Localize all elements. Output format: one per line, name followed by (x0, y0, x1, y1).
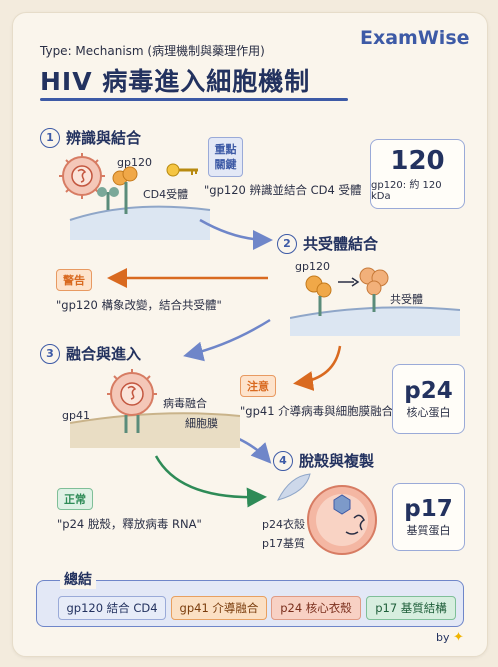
p24-capsid-label: p24衣殼 (262, 518, 305, 531)
gp41-spike-icon (124, 415, 140, 433)
gp120-weight-caption: gp120: 約 120 kDa (371, 180, 442, 202)
viral-fusion-label: 病毒融合 (163, 397, 207, 410)
summary-title: 總結 (60, 569, 96, 589)
step-1-title: 辨識與結合 (66, 129, 142, 147)
gp120-label-1: gp120 (117, 156, 152, 169)
step-4-title: 脫殼與複製 (299, 452, 375, 470)
step-2-illustration (290, 267, 460, 336)
step-2-quote: "gp120 構象改變，結合共受體" (56, 298, 222, 312)
step-2-heading: 2 共受體結合 (277, 233, 378, 254)
normal-tag: 正常 (57, 488, 93, 510)
arrow-step1-to-step2 (199, 218, 273, 250)
step-4-number: 4 (273, 450, 293, 471)
hiv-virion-icon (59, 153, 105, 199)
p24-value: p24 (404, 378, 453, 404)
arrow-note (293, 345, 342, 391)
step-4-illustration (277, 473, 377, 555)
gp120-spike-icon (97, 187, 119, 210)
coreceptor-label: 共受體 (390, 293, 423, 306)
gp120-protein-icon-2 (305, 275, 332, 316)
p17-box: p17 基質蛋白 (392, 483, 465, 551)
key-tag-line-2: 關鍵 (214, 158, 237, 171)
arrow-step2-to-step3 (183, 318, 271, 362)
cell-membrane-1 (70, 206, 210, 240)
vesicle-icon (277, 473, 311, 501)
warning-tag: 警告 (56, 269, 92, 291)
gp120-label-2: gp120 (295, 260, 330, 273)
step-1-quote: "gp120 辨識並結合 CD4 受體 (204, 183, 362, 197)
step-2-title: 共受體結合 (303, 235, 379, 253)
step-3-title: 融合與進入 (66, 345, 142, 363)
coreceptor-icon (359, 267, 389, 312)
step-1-illustration (59, 153, 211, 240)
step-1-number: 1 (40, 127, 60, 148)
rna-strand-icon (353, 514, 365, 531)
step-4-quote: "p24 脫殼，釋放病毒 RNA" (57, 517, 202, 531)
cell-membrane-2 (290, 307, 460, 336)
title-underline (40, 98, 348, 101)
key-point-tag: 重點 關鍵 (208, 137, 243, 177)
type-line: Type: Mechanism (病理機制與藥理作用) (40, 44, 265, 58)
footer-by-text: by (436, 631, 450, 644)
summary-chip-gp41: gp41 介導融合 (171, 596, 267, 620)
note-tag: 注意 (240, 375, 276, 397)
p24-capsid-icon (333, 494, 351, 515)
gp120-protein-icon (112, 166, 138, 214)
step-4-heading: 4 脫殼與複製 (273, 450, 374, 471)
gp41-label: gp41 (62, 409, 90, 422)
footer-by: by ✦ (436, 630, 464, 645)
p24-box: p24 核心蛋白 (392, 364, 465, 434)
key-tag-line-1: 重點 (214, 143, 237, 156)
step-3-number: 3 (40, 343, 60, 364)
arrow-normal (154, 455, 267, 508)
hiv-virion-icon-2 (107, 369, 157, 416)
step-3-heading: 3 融合與進入 (40, 343, 141, 364)
brand-logo: ExamWise (360, 27, 470, 49)
step-1-heading: 1 辨識與結合 (40, 127, 141, 148)
summary-chip-p17: p17 基質結構 (366, 596, 456, 620)
fusion-membrane (70, 413, 240, 448)
gp120-weight-value: 120 (390, 146, 445, 176)
key-icon (166, 163, 198, 177)
page-title: HIV 病毒進入細胞機制 (40, 67, 311, 96)
summary-chip-p24: p24 核心衣殼 (271, 596, 361, 620)
p17-caption: 基質蛋白 (406, 524, 451, 537)
summary-chip-gp120: gp120 結合 CD4 (58, 596, 166, 620)
gp120-weight-box: 120 gp120: 約 120 kDa (370, 139, 465, 209)
p17-value: p17 (404, 496, 453, 522)
p17-matrix-label: p17基質 (262, 537, 305, 550)
step-3-illustration (70, 369, 240, 448)
step-3-quote: "gp41 介導病毒與細胞膜融合 (240, 404, 394, 418)
cell-membrane-label: 細胞膜 (185, 417, 218, 430)
author-logo-icon: ✦ (453, 630, 464, 645)
cd4-receptor-label: CD4受體 (143, 188, 189, 201)
p24-caption: 核心蛋白 (406, 406, 451, 419)
step-2-number: 2 (277, 233, 297, 254)
